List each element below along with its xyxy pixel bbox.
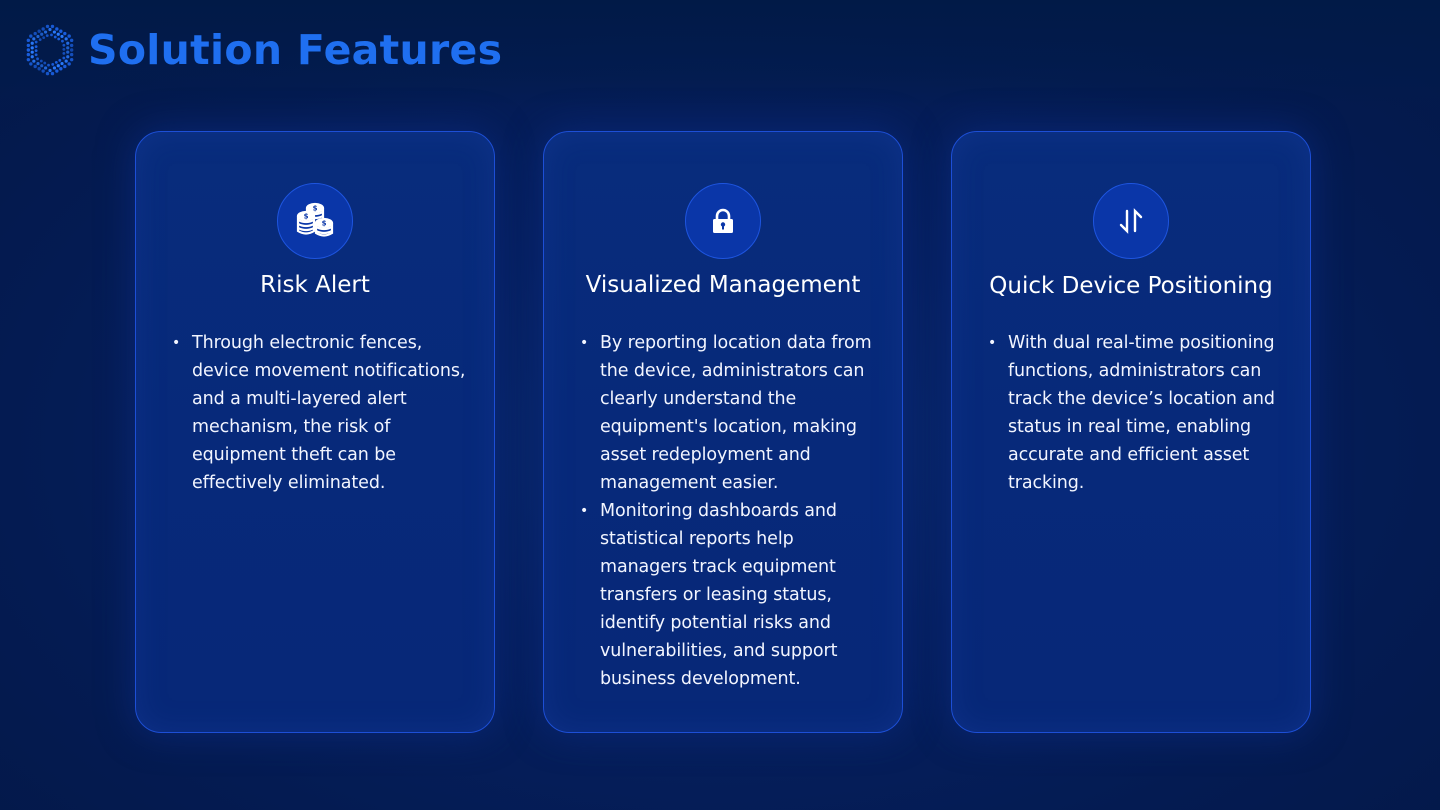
dotted-hexagon-logo-icon	[26, 24, 74, 76]
svg-text:$: $	[313, 205, 318, 213]
bullet-list: Through electronic fences, device moveme…	[172, 329, 474, 497]
bullet-item: Through electronic fences, device moveme…	[172, 329, 474, 497]
svg-text:$: $	[304, 213, 309, 221]
page-title: Solution Features	[88, 26, 503, 74]
card-title: Visualized Management	[585, 272, 861, 298]
icon-badge	[1093, 183, 1169, 259]
svg-text:$: $	[322, 220, 327, 228]
up-down-arrows-icon	[1119, 208, 1143, 234]
bullet-list: With dual real-time positioning function…	[988, 329, 1290, 497]
header-background	[0, 0, 1440, 110]
bullet-item: With dual real-time positioning function…	[988, 329, 1290, 497]
feature-card-visualized-management: Visualized Management By reporting locat…	[543, 131, 903, 733]
bullet-list: By reporting location data from the devi…	[580, 329, 882, 693]
coins-icon: $ $ $	[296, 202, 334, 237]
feature-card-quick-device-positioning: Quick Device Positioning With dual real-…	[951, 131, 1311, 733]
icon-badge	[685, 183, 761, 259]
card-title: Quick Device Positioning	[989, 273, 1273, 299]
feature-card-risk-alert: $ $ $ Risk Alert Through electronic fenc…	[135, 131, 495, 733]
icon-badge: $ $ $	[277, 183, 353, 259]
card-title: Risk Alert	[260, 272, 370, 298]
lock-icon	[713, 208, 733, 233]
header: Solution Features	[22, 20, 502, 80]
bullet-item: By reporting location data from the devi…	[580, 329, 882, 497]
bullet-item: Monitoring dashboards and statistical re…	[580, 497, 882, 693]
